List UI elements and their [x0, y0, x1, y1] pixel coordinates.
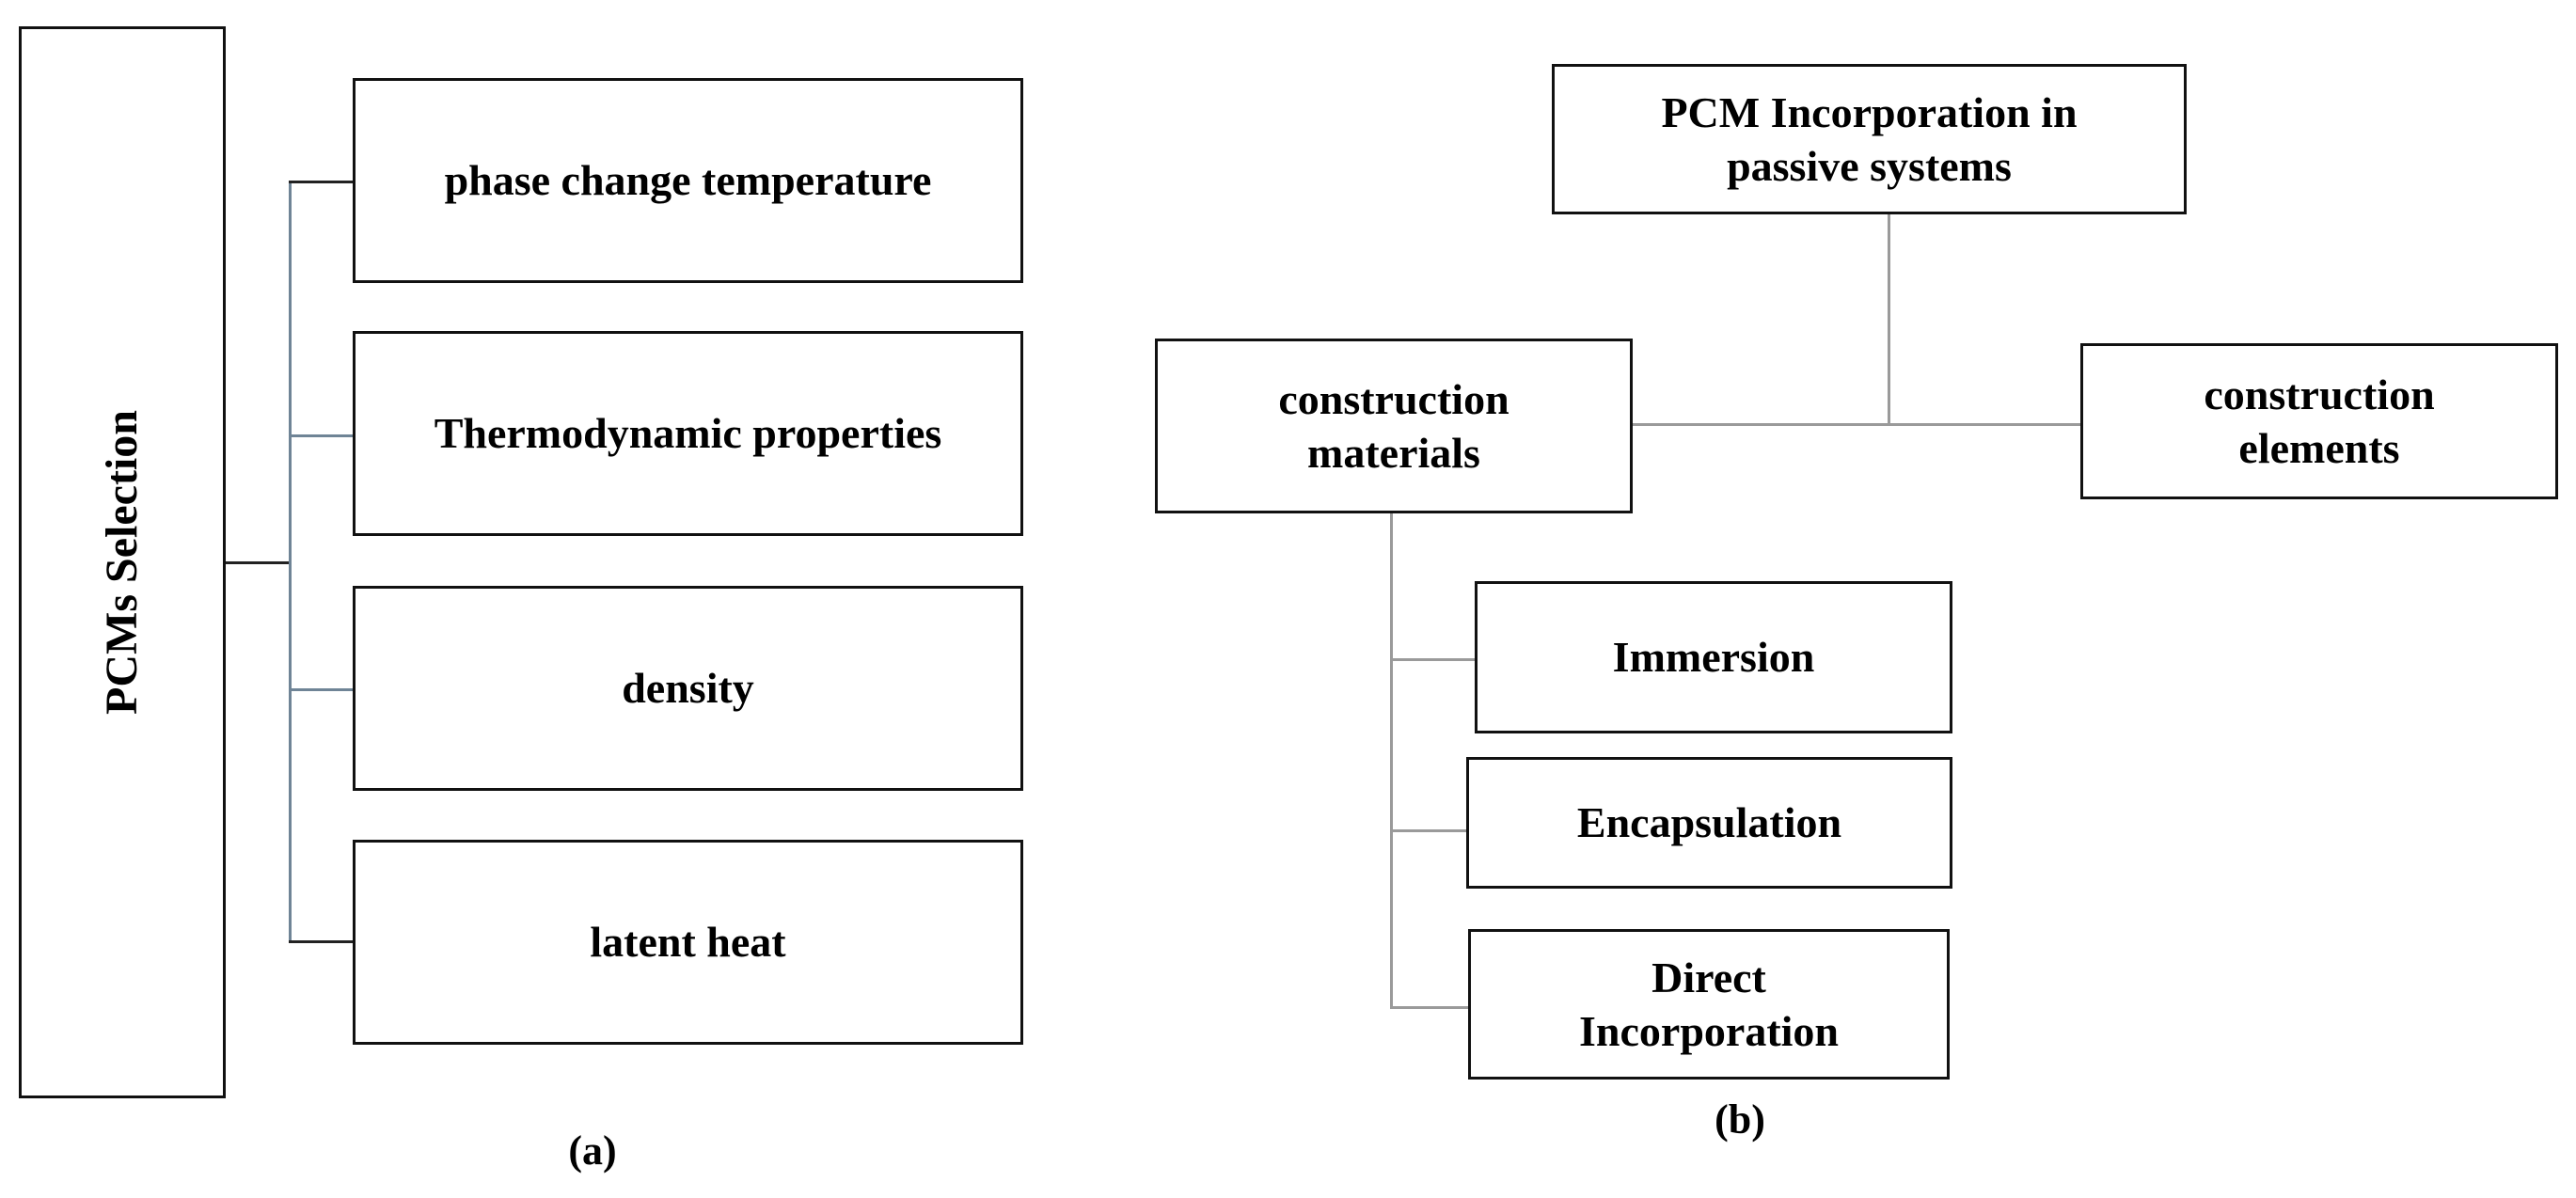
item-label-phase-change-temperature: phase change temperature [444, 156, 932, 205]
construction-elements-box: construction elements [2080, 343, 2558, 499]
pcms-selection-label: PCMs Selection [97, 410, 147, 715]
immersion-label: Immersion [1612, 633, 1815, 682]
construction-elements-label: construction elements [2204, 370, 2435, 473]
connector-branch-4 [289, 940, 353, 943]
encapsulation-box: Encapsulation [1466, 757, 1952, 889]
direct-incorporation-box: Direct Incorporation [1468, 929, 1950, 1080]
pcm-incorporation-box: PCM Incorporation in passive systems [1552, 64, 2187, 214]
construction-materials-box: construction materials [1155, 339, 1633, 513]
connector-branch-1 [289, 181, 353, 183]
item-box-density: density [353, 586, 1023, 791]
connector-materials-trunk [1390, 513, 1393, 1008]
connector-branch-3 [289, 688, 353, 691]
pcms-selection-box: PCMs Selection [19, 26, 226, 1098]
construction-materials-label: construction materials [1278, 374, 1509, 478]
immersion-box: Immersion [1475, 581, 1952, 733]
caption-b: (b) [1715, 1096, 1765, 1143]
item-label-latent-heat: latent heat [590, 918, 786, 967]
pcm-incorporation-label: PCM Incorporation in passive systems [1661, 87, 2078, 191]
encapsulation-label: Encapsulation [1576, 798, 1842, 847]
item-label-thermodynamic-properties: Thermodynamic properties [434, 409, 942, 458]
item-label-density: density [622, 664, 754, 713]
connector-sub-1 [1390, 658, 1475, 661]
connector-trunk-vertical [289, 181, 292, 942]
item-box-phase-change-temperature: phase change temperature [353, 78, 1023, 283]
connector-sub-2 [1390, 829, 1466, 832]
connector-left-right-horizontal [1632, 423, 2081, 426]
item-box-thermodynamic-properties: Thermodynamic properties [353, 331, 1023, 536]
connector-root-down [1888, 214, 1890, 425]
caption-a: (a) [568, 1127, 617, 1174]
connector-branch-2 [289, 434, 353, 437]
connector-sub-3 [1390, 1006, 1468, 1009]
direct-incorporation-label: Direct Incorporation [1579, 953, 1839, 1056]
connector-root-horizontal [226, 561, 290, 564]
item-box-latent-heat: latent heat [353, 840, 1023, 1045]
